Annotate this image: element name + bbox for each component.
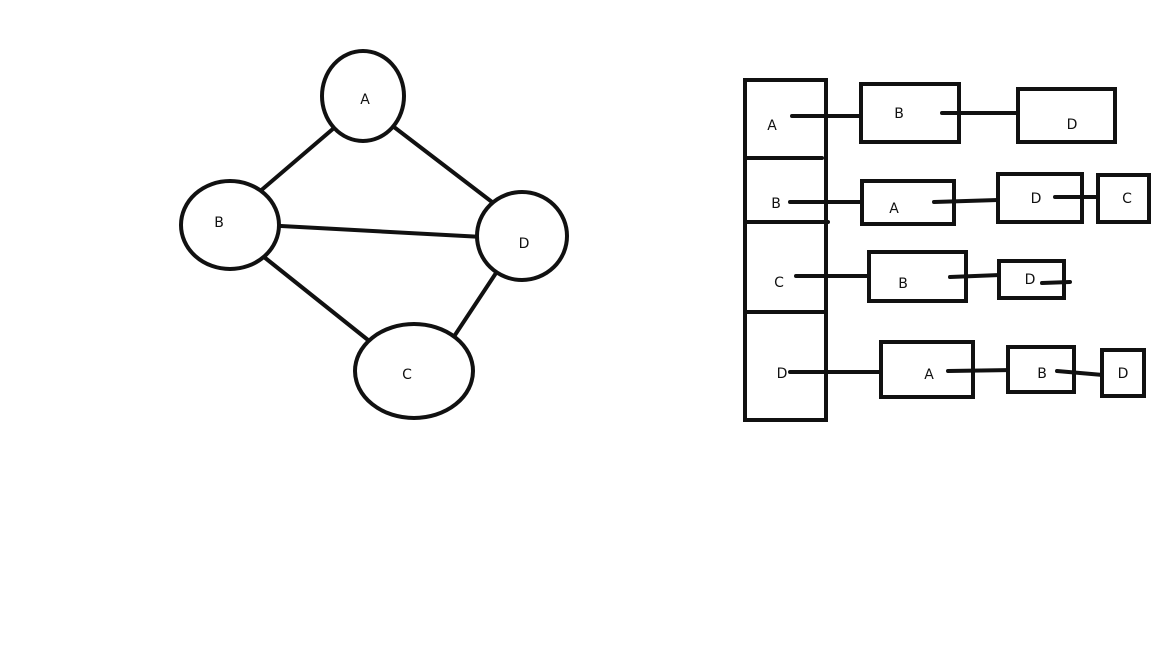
edge-a-b	[256, 126, 336, 195]
adjacency-row-a: B D	[790, 82, 1117, 144]
list-node-label: D	[1067, 117, 1078, 133]
adjacency-row-d: A B D	[788, 340, 1146, 399]
list-node-a-d	[1016, 87, 1117, 144]
list-node-d-d	[1100, 348, 1146, 398]
graph-node-d: D	[475, 190, 569, 282]
list-node-d-b	[1006, 345, 1076, 394]
list-node-label: B	[898, 276, 908, 292]
graph-node-b: B	[179, 179, 281, 271]
edge-d-c	[453, 271, 498, 337]
list-node-label: B	[894, 106, 904, 122]
edge-b-c	[262, 255, 370, 342]
adjacency-row-c: B D	[794, 250, 1072, 303]
head-label-b: B	[771, 196, 781, 212]
graph-edges	[256, 125, 498, 342]
list-node-label: B	[1037, 366, 1047, 382]
graph-node-c: C	[353, 322, 475, 420]
list-node-label: D	[1118, 366, 1129, 382]
adjacency-head-column: A B C D	[743, 78, 830, 422]
head-label-c: C	[774, 275, 784, 291]
graph-node-a: A	[320, 49, 406, 143]
node-label-d: D	[519, 236, 530, 252]
head-label-a: A	[767, 118, 777, 134]
list-node-c-d	[997, 259, 1066, 300]
edge-b-d	[279, 224, 485, 239]
edge-a-d	[392, 125, 494, 204]
node-label-c: C	[402, 367, 412, 383]
list-node-b-c	[1096, 173, 1151, 224]
list-node-label: A	[924, 367, 934, 383]
adjacency-row-b: A D C	[788, 172, 1151, 226]
list-node-label: A	[889, 201, 899, 217]
list-node-label: D	[1025, 272, 1036, 288]
node-label-a: A	[360, 92, 370, 108]
list-node-label: D	[1031, 191, 1042, 207]
node-label-b: B	[214, 215, 224, 231]
head-label-d: D	[777, 366, 788, 382]
list-node-label: C	[1122, 191, 1132, 207]
